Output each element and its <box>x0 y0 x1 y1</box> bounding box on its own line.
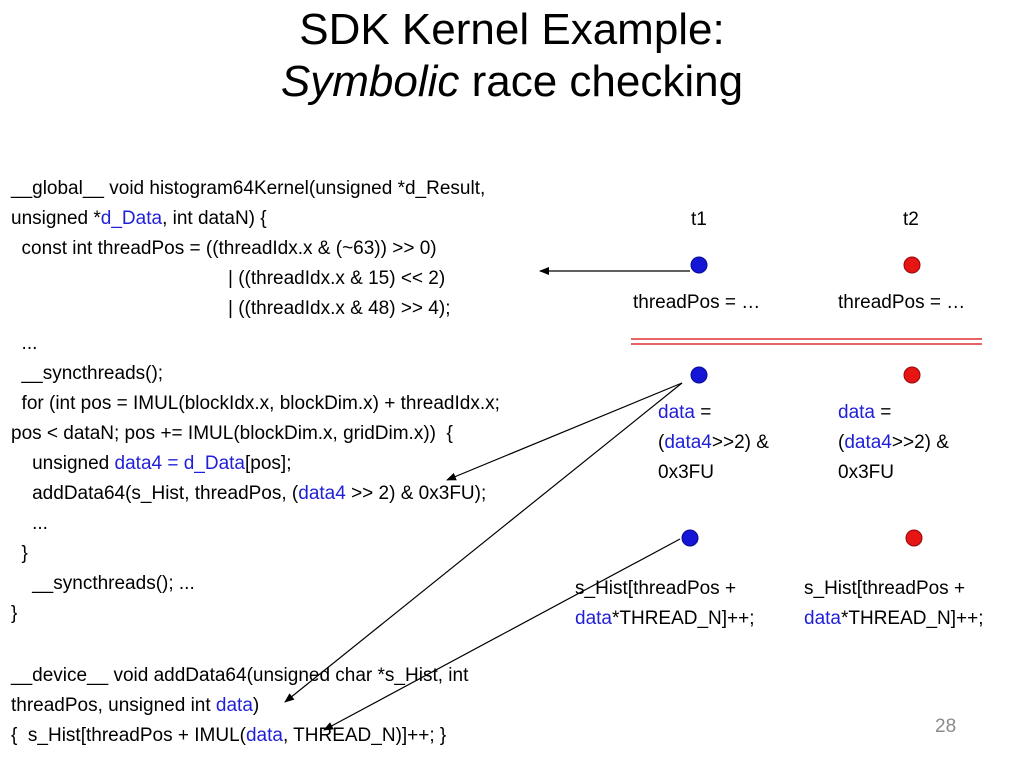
code-line-6: ... <box>11 333 38 354</box>
code-line-3: const int threadPos = ((threadIdx.x & (~… <box>11 238 437 259</box>
code-line-10: unsigned data4 = d_Data[pos]; <box>11 453 292 474</box>
t2-data-text: >>2) & <box>891 432 949 453</box>
code-line-18: { s_Hist[threadPos + IMUL(data, THREAD_N… <box>11 726 446 746</box>
code-text: addData64(s_Hist, threadPos, ( <box>11 483 299 504</box>
t2-hist-text: *THREAD_N]++; <box>840 608 984 629</box>
code-line-4: | ((threadIdx.x & 15) << 2) <box>228 268 446 289</box>
arrow-data4 <box>446 382 683 481</box>
title-symbolic: Symbolic <box>280 57 460 106</box>
t1-hist-increment: s_Hist[threadPos + data*THREAD_N]++; <box>575 574 755 634</box>
code-text: = <box>162 453 184 474</box>
t2-dot-3 <box>905 529 923 547</box>
arrow-hist-access <box>323 538 681 731</box>
code-text: unsigned <box>11 453 115 474</box>
code-text: { s_Hist[threadPos + IMUL( <box>11 725 246 746</box>
code-line-11: addData64(s_Hist, threadPos, (data4 >> 2… <box>11 484 486 504</box>
t2-data-text: ( <box>838 432 845 453</box>
code-text: , int dataN) { <box>162 208 267 229</box>
code-line-8: for (int pos = IMUL(blockIdx.x, blockDim… <box>11 393 500 414</box>
t2-hist-increment: s_Hist[threadPos + data*THREAD_N]++; <box>804 574 984 634</box>
t1-dot-1 <box>690 256 708 274</box>
t1-data-text: = <box>694 402 712 423</box>
t1-hist-data-var: data <box>575 608 612 629</box>
t1-data-assign: data = (data4>>2) & 0x3FU <box>658 398 769 488</box>
t1-dot-3 <box>681 529 699 547</box>
code-text: threadPos, unsigned int <box>11 695 216 716</box>
code-var-data: data <box>215 695 253 716</box>
t2-data-var: data <box>838 402 875 423</box>
code-line-12: ... <box>11 513 48 534</box>
t2-dot-1 <box>903 256 921 274</box>
code-line-15: } <box>11 603 18 624</box>
thread-t1-label: t1 <box>691 209 707 230</box>
code-line-17: threadPos, unsigned int data) <box>11 696 259 716</box>
t2-data4-var: data4 <box>844 432 892 453</box>
t1-data-text: >>2) & <box>711 432 769 453</box>
t1-hist-text: *THREAD_N]++; <box>611 608 755 629</box>
title-line-1: SDK Kernel Example: <box>299 5 725 54</box>
code-text: [pos]; <box>245 453 292 474</box>
code-line-14: __syncthreads(); ... <box>11 573 195 594</box>
t1-dot-2 <box>690 366 708 384</box>
t1-data-var: data <box>658 402 695 423</box>
code-line-13: } <box>11 543 28 564</box>
t2-hist-data-var: data <box>804 608 841 629</box>
t1-data-text: ( <box>658 432 665 453</box>
code-line-7: __syncthreads(); <box>11 363 164 384</box>
title-line-2: Symbolic race checking <box>0 56 1024 108</box>
code-text: unsigned * <box>11 208 101 229</box>
t2-dot-2 <box>903 366 921 384</box>
page-number: 28 <box>935 716 957 737</box>
code-line-16: __device__ void addData64(unsigned char … <box>11 665 469 686</box>
code-text: >> 2) & 0x3FU); <box>345 483 487 504</box>
code-line-2: unsigned *d_Data, int dataN) { <box>11 209 267 229</box>
t1-threadpos-label: threadPos = … <box>633 292 761 313</box>
t2-data-text: = <box>874 402 892 423</box>
t2-data-mask: 0x3FU <box>838 462 894 483</box>
thread-t2-label: t2 <box>903 209 919 230</box>
code-var-data4: data4 <box>298 483 346 504</box>
t1-data-mask: 0x3FU <box>658 462 714 483</box>
code-text: , THREAD_N)]++; } <box>282 725 447 746</box>
t2-hist-text: s_Hist[threadPos + <box>804 578 966 599</box>
code-var-data4: data4 <box>114 453 163 474</box>
code-line-5: | ((threadIdx.x & 48) >> 4); <box>228 298 451 319</box>
code-var-d-data: d_Data <box>100 208 163 229</box>
code-var-d-data: d_Data <box>183 453 246 474</box>
code-var-data: data <box>245 725 283 746</box>
code-text: ) <box>252 695 260 716</box>
arrow-data-param <box>284 382 683 703</box>
t1-hist-text: s_Hist[threadPos + <box>575 578 737 599</box>
code-line-9: pos < dataN; pos += IMUL(blockDim.x, gri… <box>11 423 453 444</box>
slide-title: SDK Kernel Example: Symbolic race checki… <box>0 4 1024 108</box>
t1-data4-var: data4 <box>664 432 712 453</box>
title-rest: race checking <box>459 57 744 106</box>
code-line-1: __global__ void histogram64Kernel(unsign… <box>11 178 486 199</box>
t2-data-assign: data = (data4>>2) & 0x3FU <box>838 398 949 488</box>
t2-threadpos-label: threadPos = … <box>838 292 966 313</box>
